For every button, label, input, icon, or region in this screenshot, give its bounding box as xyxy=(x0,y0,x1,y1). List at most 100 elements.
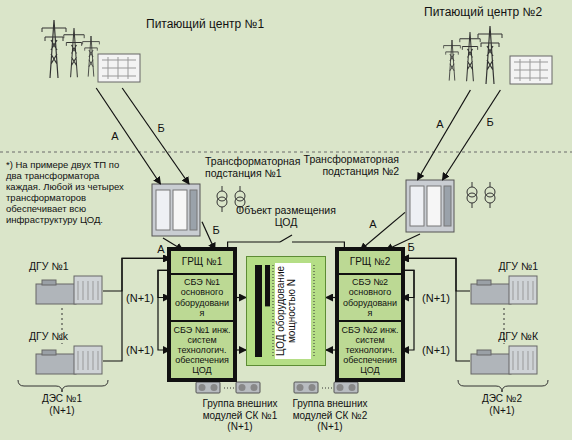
power-system-box: СБЭ №2 инж. систем технологич. обеспечен… xyxy=(338,321,402,379)
box-text: СБЭ №2 основного оборудования xyxy=(341,277,399,317)
power-center-1-drawing xyxy=(64,28,84,77)
box-text: СБЭ №1 основного оборудования xyxy=(173,277,231,317)
diesel-generator: ДГУ №k xyxy=(35,346,103,376)
connector-line xyxy=(443,90,501,180)
edge-label: Б xyxy=(211,224,220,236)
connector-line xyxy=(158,270,170,350)
illustration xyxy=(152,184,200,236)
power-center-1-drawing xyxy=(98,54,140,82)
connector-line xyxy=(402,258,470,361)
illustration xyxy=(294,382,318,393)
edge-label: А xyxy=(156,243,165,255)
substation-title: Трансформаторная подстанция №1 xyxy=(205,156,309,180)
connector-line xyxy=(103,258,170,291)
datacenter-rack-bar xyxy=(265,265,270,306)
diesel-generator: ДГУ №1 xyxy=(35,276,103,306)
dotted-continuation xyxy=(322,388,332,389)
power-system-box: СБЭ №2 основного оборудования xyxy=(338,274,402,321)
datacenter-box: ЦОД оборудование мощностью N xyxy=(246,256,326,366)
box-text: СБЭ №1 инж. систем технологич. обеспечен… xyxy=(173,325,231,375)
footnote: *) На примере двух ТП по два трансформат… xyxy=(6,160,134,226)
power-center-title: Питающий центр №2 xyxy=(424,6,542,19)
connector-line xyxy=(158,270,170,297)
illustration xyxy=(36,346,102,374)
group-label: ДЭС №1 (N+1) xyxy=(36,393,88,416)
generator-label: ДГУ №К xyxy=(468,331,538,343)
power-system-box: СБЭ №1 основного оборудования xyxy=(170,274,234,321)
connector-line xyxy=(103,258,170,361)
power-center-2-drawing xyxy=(478,26,502,84)
datacenter-rack-bar xyxy=(255,265,262,357)
connector-line xyxy=(163,238,183,250)
illustration xyxy=(334,382,358,393)
edge-label: А xyxy=(435,118,444,130)
illustration xyxy=(36,276,102,304)
power-center-1-drawing xyxy=(42,20,66,78)
substation: Трансформаторная подстанция №2 xyxy=(405,180,455,234)
illustration xyxy=(196,382,220,393)
box-text: СБЭ №2 инж. систем технологич. обеспечен… xyxy=(341,325,399,375)
connector-line xyxy=(418,90,471,180)
switchboard-box: ГРЩ №2 xyxy=(338,250,402,274)
power-center: Питающий центр №2 xyxy=(438,28,558,90)
column-frame xyxy=(169,249,236,381)
switch-symbol xyxy=(280,235,292,242)
column-frame xyxy=(337,249,404,381)
illustration xyxy=(467,182,477,208)
edge-label: Б xyxy=(406,241,415,253)
power-center-1-drawing xyxy=(83,36,100,77)
group-brace xyxy=(18,380,108,392)
substation-title: Трансформаторная подстанция №2 xyxy=(301,154,399,178)
power-center-2-drawing xyxy=(444,26,552,84)
power-center-2-drawing xyxy=(444,40,461,81)
switch-gap xyxy=(280,239,292,245)
power-center: Питающий центр №1 xyxy=(38,14,142,88)
group-brace xyxy=(458,380,548,392)
power-center-2-drawing xyxy=(460,32,480,81)
illustration xyxy=(217,186,227,212)
edge-label: А xyxy=(110,130,119,142)
diesel-generator: ДГУ №1 xyxy=(470,276,538,306)
connector-line xyxy=(402,270,414,297)
edge-label: (N+1) xyxy=(421,344,451,356)
connector-line xyxy=(326,349,338,350)
power-center-2-drawing xyxy=(510,56,552,84)
power-center-title: Питающий центр №1 xyxy=(146,18,264,31)
power-center-1-drawing xyxy=(42,20,140,82)
connector-line xyxy=(402,258,470,291)
group-label: ДЭС №2 (N+1) xyxy=(476,393,528,416)
edge-label: Б xyxy=(156,122,165,134)
dotted-continuation xyxy=(224,388,234,389)
connector-line xyxy=(234,297,246,298)
box-text: ГРЩ №2 xyxy=(350,256,391,267)
group-label: Группа внешних модулей СК №1 (N+1) xyxy=(196,398,284,433)
illustration xyxy=(236,382,260,393)
object-label: Объект размещения ЦОД xyxy=(236,204,336,228)
generator-label: ДГУ №k xyxy=(29,331,68,343)
edge-label: (N+1) xyxy=(125,291,155,303)
generator-label: ДГУ №1 xyxy=(468,261,538,273)
substation: Трансформаторная подстанция №1 xyxy=(150,184,202,238)
switchboard-box: ГРЩ №1 xyxy=(170,250,234,274)
edge-label: А xyxy=(368,218,377,230)
connector-line xyxy=(402,270,414,350)
edge-label: (N+1) xyxy=(421,291,451,303)
power-system-box: СБЭ №1 инж. систем технологич. обеспечен… xyxy=(170,321,234,379)
connector-line xyxy=(326,297,338,298)
boundary-dashed-line xyxy=(0,152,572,153)
connector-line xyxy=(234,349,246,350)
datacenter-rack-bar xyxy=(314,265,315,357)
datacenter-rack-bar xyxy=(275,263,311,359)
illustration xyxy=(471,276,537,304)
datacenter-rack-bar xyxy=(273,265,274,357)
edge-label: Б xyxy=(485,116,494,128)
datacenter-text: ЦОД оборудование мощностью N xyxy=(275,264,297,358)
generator-label: ДГУ №1 xyxy=(29,261,69,273)
edge-label: (N+1) xyxy=(125,344,155,356)
group-label: Группа внешних модулей СК №2 (N+1) xyxy=(286,398,374,433)
connector-line xyxy=(122,88,189,184)
illustration xyxy=(471,346,537,374)
box-text: ГРЩ №1 xyxy=(182,256,223,267)
illustration xyxy=(406,180,454,232)
